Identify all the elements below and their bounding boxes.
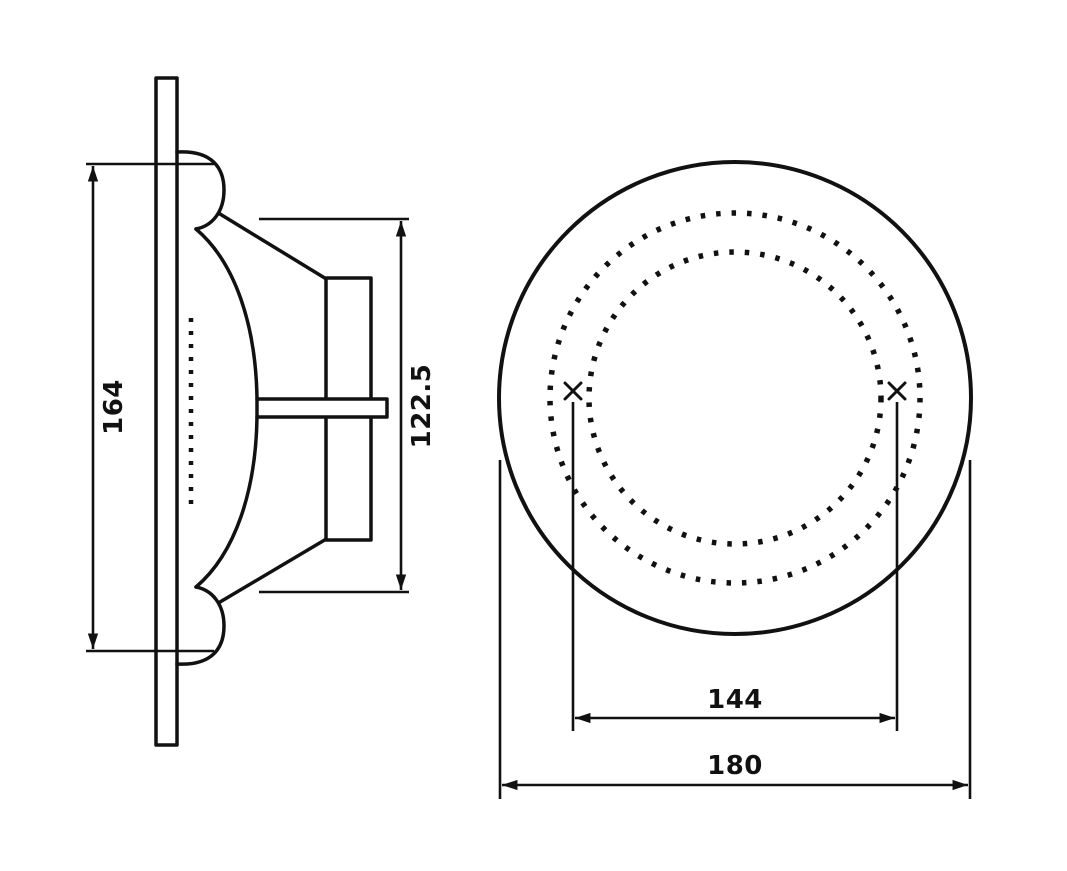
- height-dimension-164: 164: [86, 162, 214, 653]
- height-dim-label: 164: [99, 379, 129, 435]
- cutout-hidden-circle: [547, 210, 923, 586]
- hole-spacing-dimension-144: 144: [571, 402, 899, 731]
- depth-dimension-122-5: 122.5: [259, 217, 437, 594]
- cone-lower-curve: [194, 415, 259, 589]
- mounting-hole-left-mark: [563, 381, 583, 401]
- outer-diameter-dimension-180: 180: [498, 460, 972, 799]
- side-view: 164 122.5: [86, 76, 437, 747]
- frame-bottom-line: [218, 536, 330, 604]
- mounting-hole-right-mark: [887, 381, 907, 401]
- pole-piece-bar: [255, 397, 389, 419]
- cone-upper-curve: [194, 227, 259, 401]
- frame-top-line: [218, 212, 330, 282]
- baffle-board: [154, 76, 179, 747]
- hole-dim-label: 144: [707, 685, 763, 715]
- depth-dim-label: 122.5: [407, 364, 437, 449]
- top-gasket-lip: [175, 150, 226, 231]
- front-view: 144 180: [497, 160, 973, 799]
- outer-dim-label: 180: [707, 751, 763, 781]
- bottom-gasket-lip: [175, 585, 226, 666]
- inner-hidden-circle: [586, 249, 884, 547]
- outer-rim-circle: [497, 160, 973, 636]
